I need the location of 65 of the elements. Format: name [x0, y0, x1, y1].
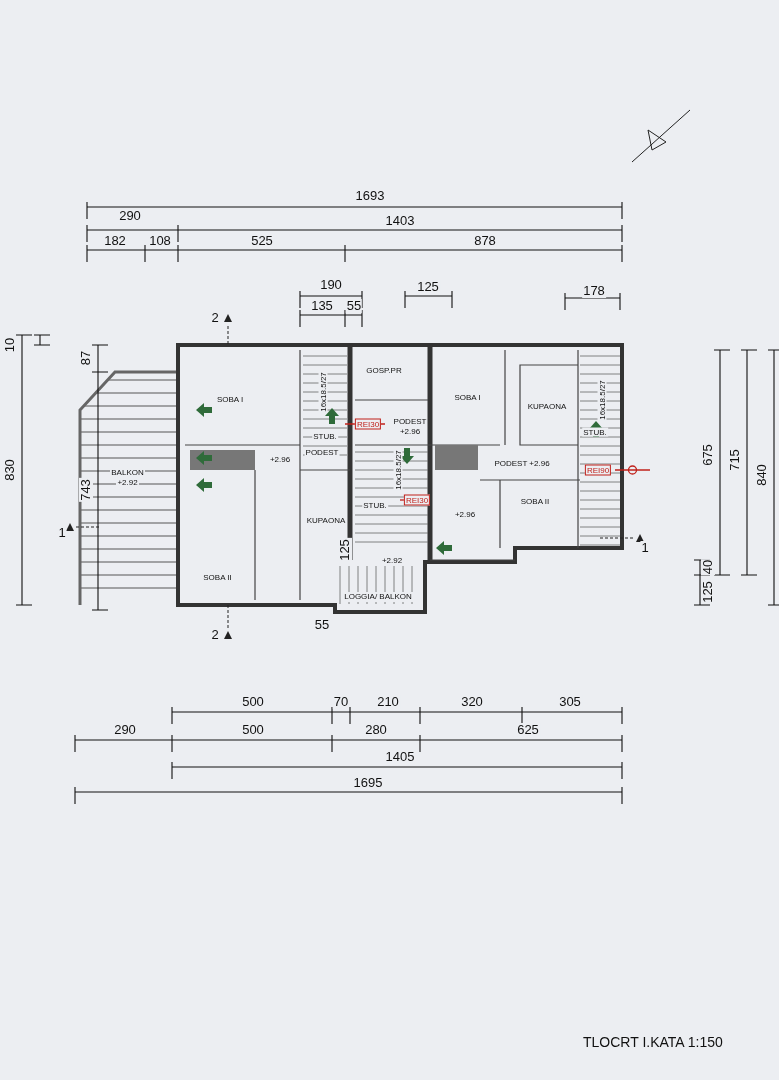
section-marker-label: 1	[640, 541, 650, 555]
dimension-label: 840	[755, 463, 769, 487]
level-label: +2.96	[398, 427, 422, 437]
dimension-label: 55	[313, 618, 331, 632]
level-label: +2.92	[380, 555, 404, 565]
stair-spec-label: 16x18.5/27	[597, 379, 607, 421]
level-label: +2.96	[453, 510, 477, 520]
level-label: +2.96	[268, 455, 292, 465]
dimension-label: 500	[241, 695, 265, 709]
dimension-label: 190	[319, 278, 343, 292]
dimension-label: 1693	[354, 189, 386, 203]
stair-spec-label: 16x18.5/27	[393, 449, 403, 491]
stair-spec-label: 16x18.5/27	[318, 371, 328, 413]
dimension-label: 1405	[384, 750, 416, 764]
room-label: SOBA II	[519, 497, 551, 507]
dimension-label: 305	[558, 695, 582, 709]
stair-label: STUB.	[362, 500, 388, 510]
dimension-label: 290	[113, 723, 137, 737]
dimension-label: 743	[79, 478, 93, 502]
section-marker-label: 2	[210, 628, 220, 642]
dimension-label: 178	[582, 284, 606, 298]
dimension-label: 320	[460, 695, 484, 709]
room-label: PODEST	[304, 447, 340, 457]
room-label: PODEST +2.96	[493, 459, 551, 469]
fire-rating-label: REI30	[354, 418, 382, 430]
dimension-label: 125	[701, 580, 715, 604]
dimension-label: 108	[148, 234, 172, 248]
drawing-title: TLOCRT I.KATA 1:150	[582, 1035, 724, 1049]
dimension-label: 40	[701, 558, 715, 576]
dimension-label: 500	[241, 723, 265, 737]
dimension-label: 135	[310, 299, 334, 313]
fire-rating-label: REI90	[584, 464, 612, 476]
dimension-label: 70	[332, 695, 350, 709]
dimension-label: 10	[3, 336, 17, 354]
dimension-label: 125	[338, 538, 352, 562]
room-label: KUPAONA	[305, 516, 347, 526]
dimension-label: 625	[516, 723, 540, 737]
room-label: SOBA I	[215, 395, 245, 405]
room-label: BALKON	[110, 467, 145, 478]
dimension-label: 87	[79, 349, 93, 367]
dimension-label: 830	[3, 458, 17, 482]
fire-rating-label: REI30	[403, 494, 431, 506]
room-label: KUPAONA	[526, 402, 568, 412]
dimension-label: 55	[345, 299, 363, 313]
stair-label: STUB.	[312, 431, 338, 441]
dimension-label: 290	[118, 209, 142, 223]
dimension-label: 125	[416, 280, 440, 294]
dimension-label: 525	[250, 234, 274, 248]
dimension-label: 878	[473, 234, 497, 248]
dimension-label: 210	[376, 695, 400, 709]
room-label: GOSP.PR	[365, 366, 403, 376]
section-marker-label: 2	[210, 311, 220, 325]
room-label: LOGGIA/ BALKON	[343, 592, 413, 602]
section-marker-label: 1	[57, 526, 67, 540]
dimension-label: 182	[103, 234, 127, 248]
room-label: SOBA II	[202, 572, 233, 583]
dimension-label: 280	[364, 723, 388, 737]
dimension-label: 715	[728, 448, 742, 472]
stair-label: STUB.	[582, 427, 608, 437]
level-label: +2.92	[116, 477, 139, 488]
dimension-label: 1403	[384, 214, 416, 228]
room-label: SOBA I	[453, 392, 482, 403]
dimension-label: 1695	[352, 776, 384, 790]
room-label: PODEST	[392, 417, 428, 427]
dimension-label: 675	[701, 443, 715, 467]
